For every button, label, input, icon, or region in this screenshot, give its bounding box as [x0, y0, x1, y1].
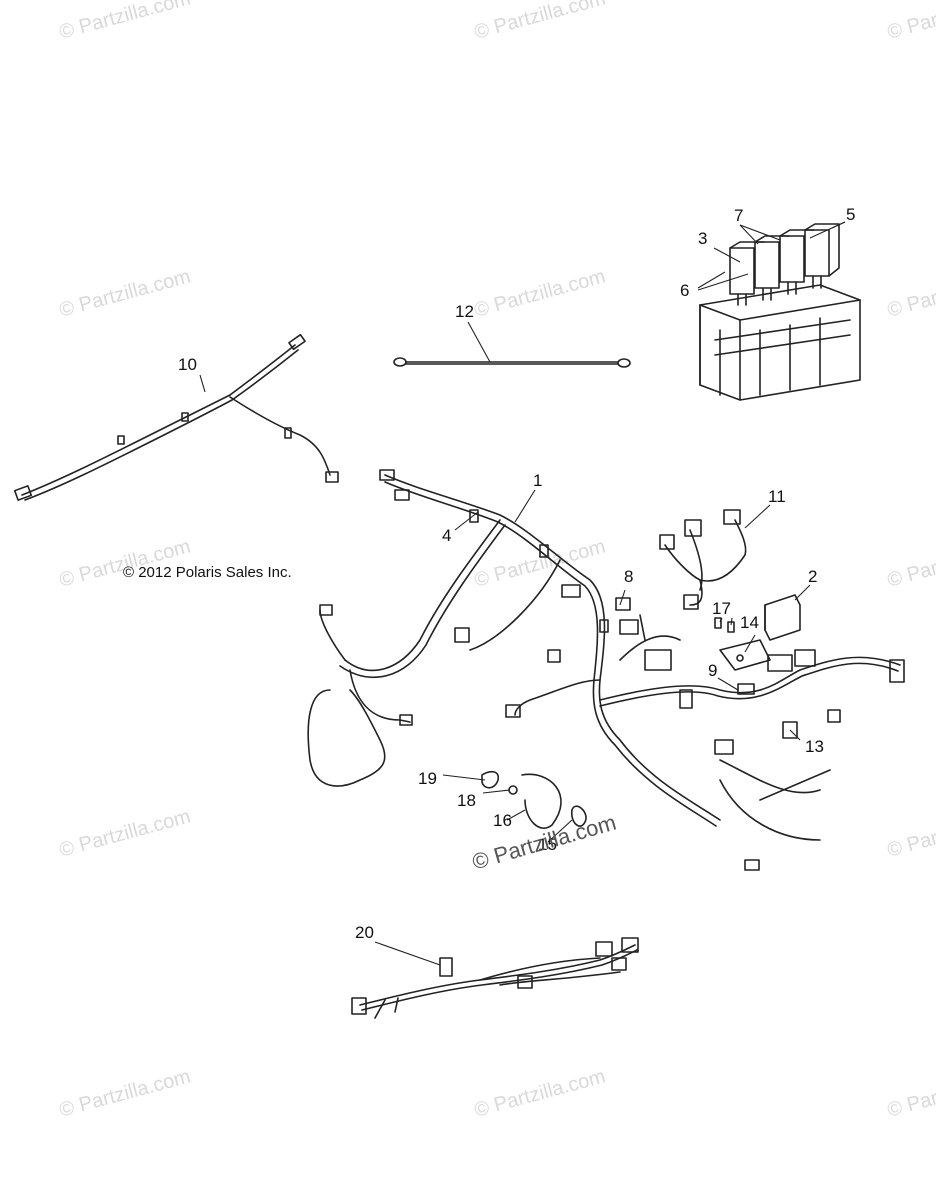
- callout-17: 17: [712, 599, 731, 618]
- harness-11: [659, 509, 747, 610]
- harness-20: [351, 937, 639, 1019]
- callout-19: 19: [418, 769, 437, 788]
- callout-9: 9: [708, 661, 718, 680]
- relay-box: [699, 223, 861, 401]
- callout-10: 10: [178, 355, 197, 374]
- callout-16: 16: [493, 811, 512, 830]
- harness-1: [307, 469, 905, 871]
- callout-2: 2: [808, 567, 818, 586]
- callout-5: 5: [846, 205, 856, 224]
- harness-10: [13, 333, 339, 501]
- callout-20: 20: [355, 923, 374, 942]
- fuse-holder-2: [719, 594, 816, 672]
- callout-15: 15: [538, 835, 557, 854]
- callout-13: 13: [805, 737, 824, 756]
- leader-lines: [199, 221, 846, 966]
- callout-7: 7: [734, 206, 744, 225]
- callout-4: 4: [442, 526, 452, 545]
- strap-12: [393, 357, 631, 368]
- callout-1: 1: [533, 471, 543, 490]
- copyright-notice: © 2012 Polaris Sales Inc.: [123, 564, 292, 581]
- callout-8: 8: [624, 567, 634, 586]
- callout-3: 3: [698, 229, 708, 248]
- callout-14: 14: [740, 613, 759, 632]
- callout-11: 11: [768, 487, 786, 506]
- callout-6: 6: [680, 281, 690, 300]
- callout-12: 12: [455, 302, 474, 321]
- small-parts: [481, 597, 798, 829]
- callout-18: 18: [457, 791, 476, 810]
